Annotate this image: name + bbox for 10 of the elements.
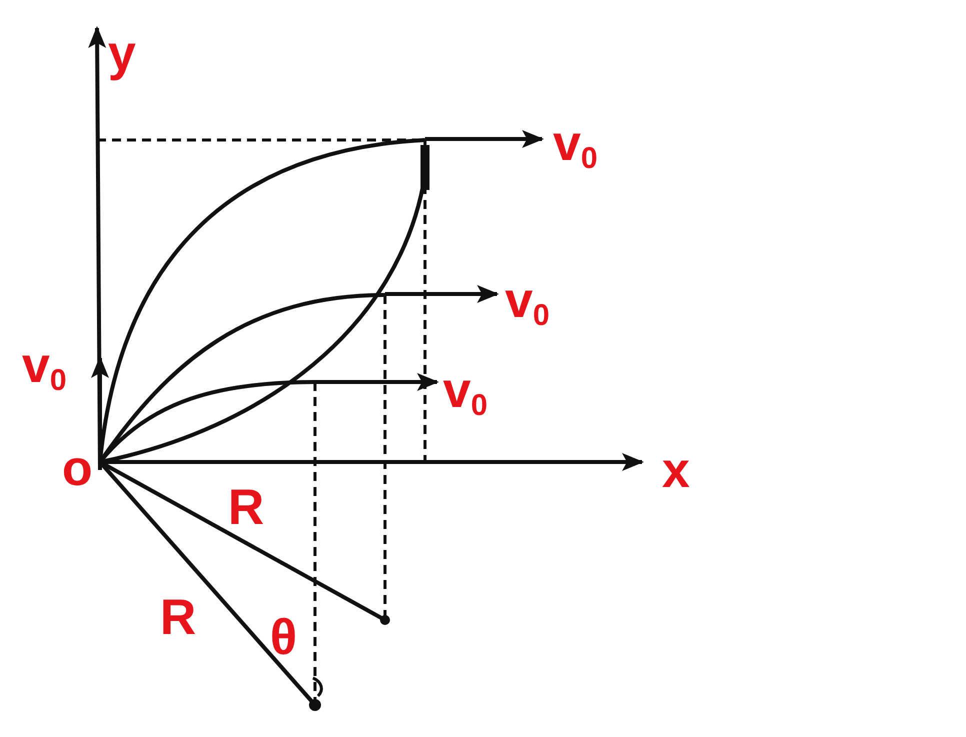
- axis-label: o: [62, 443, 93, 493]
- axis-label: v$_{0}$: [443, 365, 488, 421]
- axis-label: y: [108, 28, 136, 78]
- axis-label: x: [662, 445, 690, 495]
- axis-label: v$_{0}$: [553, 118, 598, 174]
- axis-label: v$_{0}$: [22, 340, 66, 396]
- axis-label: v$_{0}$: [505, 275, 550, 331]
- axis-label: θ: [270, 612, 298, 662]
- axis-label: R: [228, 482, 264, 532]
- axis-label: R: [160, 592, 196, 642]
